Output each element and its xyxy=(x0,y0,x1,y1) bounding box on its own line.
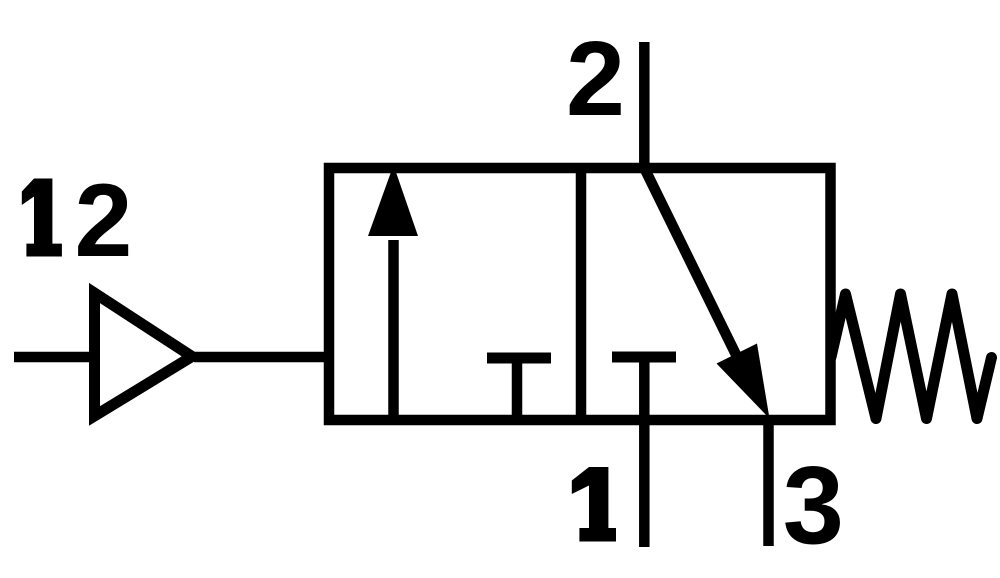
svg-text:2: 2 xyxy=(566,20,625,138)
svg-text:3: 3 xyxy=(783,445,844,568)
svg-text:2: 2 xyxy=(75,163,133,279)
